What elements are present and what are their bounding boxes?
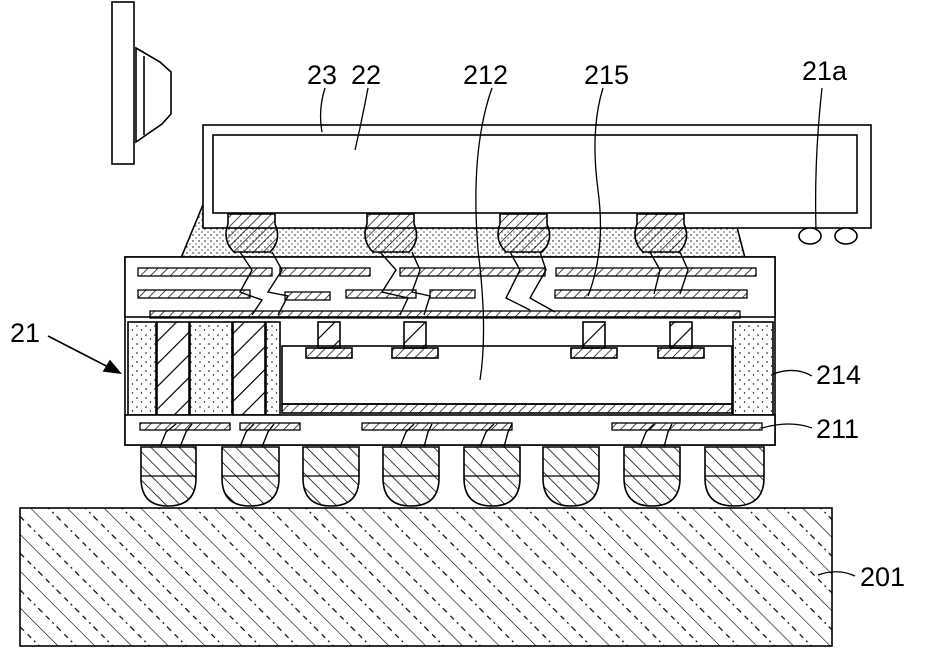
chip-22 — [212, 134, 858, 214]
ball-21a-right — [834, 227, 858, 245]
leader-201 — [817, 571, 856, 577]
leader-212 — [475, 87, 493, 381]
leader-211 — [761, 423, 813, 429]
rdl-traces-215 — [137, 267, 757, 319]
ball-21a-left — [798, 227, 822, 245]
left-pillar-214-c — [265, 321, 281, 416]
embedded-die-212 — [281, 345, 733, 405]
light-source — [111, 1, 172, 165]
arrow-21-head — [102, 359, 122, 375]
leader-lines — [319, 87, 856, 577]
rdl-vias — [238, 251, 689, 316]
substrate-201 — [19, 507, 833, 647]
leader-214 — [772, 369, 813, 377]
label-215: 215 — [584, 60, 630, 90]
rdl-layer — [124, 256, 776, 318]
label-22: 22 — [351, 60, 382, 90]
right-pillar-214 — [732, 321, 774, 416]
left-pillar-214-a — [127, 321, 157, 416]
label-23: 23 — [307, 60, 338, 90]
label-211: 211 — [816, 414, 860, 444]
label-214: 214 — [816, 360, 862, 390]
chip-bumps — [225, 213, 688, 253]
leader-21a — [814, 87, 823, 231]
label-201: 201 — [860, 562, 906, 592]
label-212: 212 — [463, 60, 509, 90]
leader-22 — [354, 87, 369, 151]
left-pillar-214-b — [189, 321, 233, 416]
arrow-21-shaft — [47, 335, 115, 371]
label-21: 21 — [10, 318, 41, 348]
die-bottom-layer — [281, 403, 733, 414]
die-pads — [305, 321, 705, 359]
through-via-1 — [156, 321, 190, 416]
label-21a: 21a — [802, 56, 848, 86]
ball-vias — [159, 423, 673, 448]
leader-23 — [319, 87, 326, 133]
leader-215 — [587, 87, 604, 297]
through-via-2 — [232, 321, 266, 416]
